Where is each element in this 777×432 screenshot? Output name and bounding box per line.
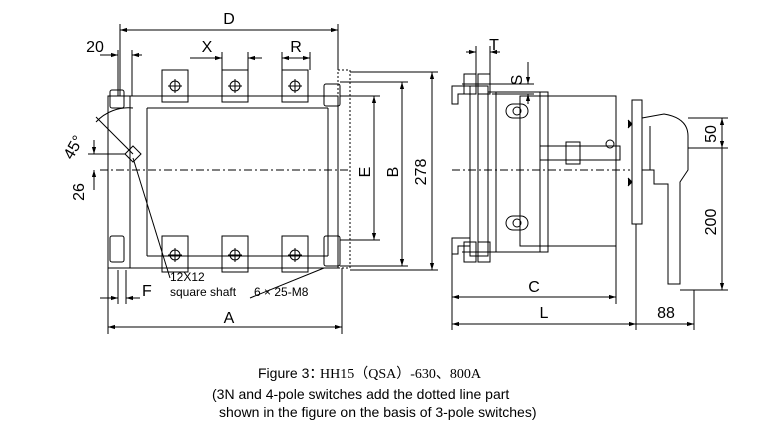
dim-e-label: E <box>357 167 374 178</box>
front-view <box>88 24 438 334</box>
dim-f-label: F <box>142 283 152 300</box>
dim-a-label: A <box>224 310 235 327</box>
dim-s-label: S <box>509 75 526 86</box>
square-shaft-icon <box>124 145 142 163</box>
side-view <box>451 46 728 330</box>
mounting-plate <box>469 85 489 257</box>
fourth-pole-dotted <box>337 69 351 269</box>
dim-c-label: C <box>528 279 540 296</box>
dim-20-label: 20 <box>86 39 104 56</box>
dim-45-label: 45° <box>61 133 88 162</box>
dim-88-label: 88 <box>657 305 675 322</box>
dim-l-label: L <box>540 305 549 322</box>
top-terminals <box>161 69 309 103</box>
dim-x-label: X <box>202 39 213 56</box>
caption-model: HH15（QSA）-630、800A <box>320 366 482 382</box>
dim-d-label: D <box>223 11 235 28</box>
dim-200-label: 200 <box>703 209 720 236</box>
rear-box <box>519 95 617 247</box>
bolts-label: 6 × 25-M8 <box>254 285 309 299</box>
dim-b-label: B <box>385 167 402 178</box>
shaft-size-label: 12X12 <box>170 270 205 284</box>
bottom-terminals <box>161 235 309 273</box>
caption-note-line2: shown in the figure on the basis of 3-po… <box>219 404 537 420</box>
shaft-label: square shaft <box>170 285 237 299</box>
dim-r-label: R <box>290 39 302 56</box>
dim-t-label: T <box>489 37 499 54</box>
side-body <box>487 91 549 253</box>
switch-body-outline <box>107 95 339 269</box>
dim-26-label: 26 <box>71 183 88 201</box>
dim-50-label: 50 <box>703 125 720 143</box>
caption-figure: Figure 3： <box>258 365 323 381</box>
caption-note-line1: (3N and 4-pole switches add the dotted l… <box>212 386 509 402</box>
dim-278-label: 278 <box>413 159 430 186</box>
